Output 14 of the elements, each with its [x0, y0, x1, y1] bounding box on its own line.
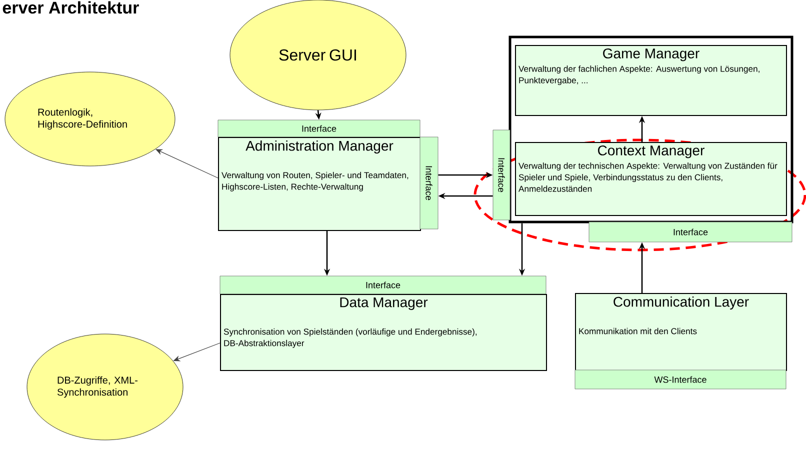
module-box: Game Manager Verwaltung der fachlichen Aspekte: Auswertung von Lösungen, Punktevergabe, ... [515, 45, 787, 116]
interface-bar: Interface [492, 130, 510, 220]
group-box [508, 36, 794, 224]
title: erver Architektur [2, 1, 139, 14]
interface-bar: Interface [588, 222, 792, 242]
arrow [156, 149, 218, 178]
interface-bar: WS-Interface [574, 370, 786, 390]
module-box: Context Manager Verwaltung der technischen Aspekte: Verwaltung von Zuständen für Spieler und Spiele, Verbindungsstatus zu den Clients, Anmeldezuständen [515, 142, 787, 216]
interface-bar: Interface [220, 276, 546, 294]
module-box: Administration Manager Verwaltung von Routen, Spieler- und Teamdaten, Highscore-Listen, Rechte-Verwaltung [218, 137, 421, 231]
interface-bar: Interface [218, 120, 420, 138]
interface-bar: Interface [420, 136, 438, 230]
module-box: Data Manager Synchronisation von Spielständen (vorläufige und Endergebnisse), DB-Abstraktionslayer [220, 294, 547, 371]
module-box: Communication Layer Kommunikation mit den Clients [575, 293, 787, 371]
